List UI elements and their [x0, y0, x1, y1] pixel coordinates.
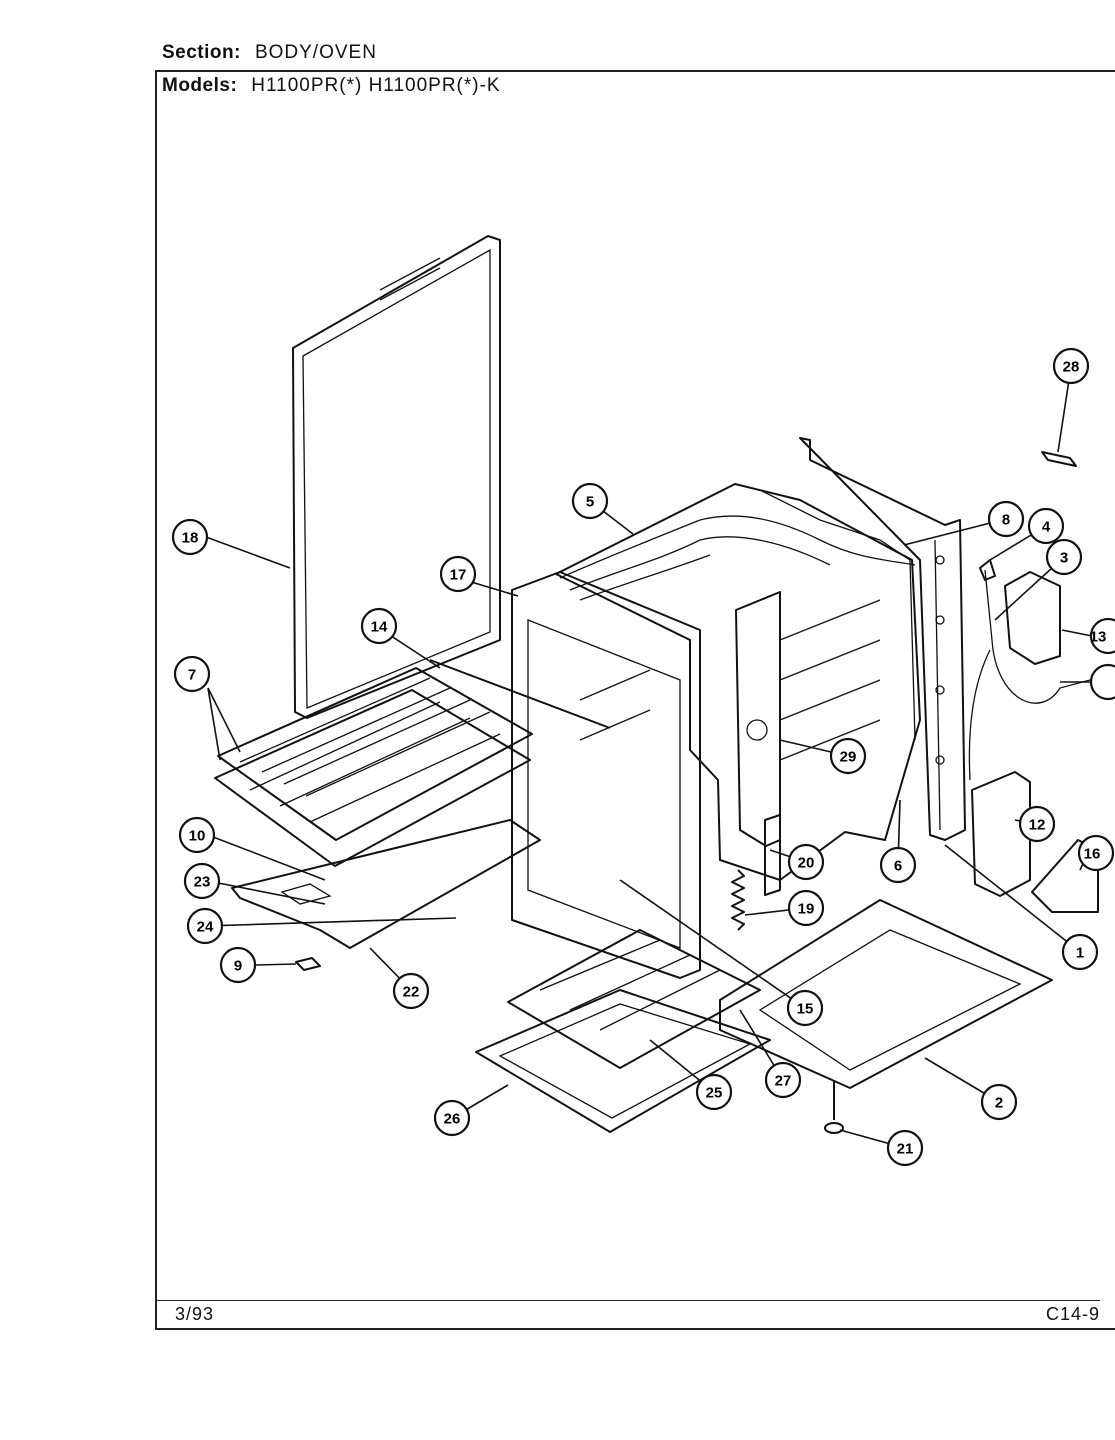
callout-3: 3	[1045, 538, 1083, 576]
callout-6: 6	[879, 846, 917, 884]
part-clip	[1041, 451, 1077, 467]
callout-number: 1	[1076, 945, 1084, 962]
callout-number: 22	[403, 984, 420, 1001]
callout-19: 19	[787, 889, 825, 927]
callout-29: 29	[829, 737, 867, 775]
callout-1: 1	[1061, 933, 1099, 971]
callout-number: 3	[1060, 550, 1068, 567]
part-broil-rack	[507, 929, 761, 1069]
callout-number: 12	[1029, 817, 1046, 834]
callout-15: 15	[786, 989, 824, 1027]
callout-23: 23	[183, 862, 221, 900]
callout-number: 27	[775, 1073, 792, 1090]
callout-number: 20	[798, 855, 815, 872]
callout-26: 26	[433, 1099, 471, 1137]
callout-number: 9	[234, 958, 242, 975]
callout-16: 16	[1077, 834, 1115, 872]
leader-lines	[202, 366, 1093, 1149]
callout-number: 5	[586, 494, 594, 511]
part-right-bracket	[1031, 839, 1099, 913]
page-code: C14-9	[1046, 1304, 1101, 1324]
callout-number: 24	[197, 919, 214, 936]
part-rear-wall	[799, 437, 966, 841]
callout-18: 18	[171, 518, 209, 556]
callout-21: 21	[886, 1129, 924, 1167]
callout-5: 5	[571, 482, 609, 520]
callout-number: 29	[840, 749, 857, 766]
callout-10: 10	[178, 816, 216, 854]
callout-number: 21	[897, 1141, 914, 1158]
callout-4: 4	[1027, 507, 1065, 545]
callout-25: 25	[695, 1073, 733, 1111]
callout-8: 8	[987, 500, 1025, 538]
callout-number: 10	[189, 828, 206, 845]
callout-number: 6	[894, 858, 902, 875]
section-heading: Section: BODY/OVEN	[162, 42, 377, 64]
models-value: H1100PR(*) H1100PR(*)-K	[251, 75, 501, 96]
part-back-panel	[292, 235, 501, 719]
part-wiring	[968, 559, 1091, 781]
part-rod	[429, 659, 611, 729]
callout-24: 24	[186, 907, 224, 945]
footer-rule	[155, 1300, 1100, 1301]
callout-13: 13	[1090, 617, 1115, 655]
section-label: Section:	[162, 42, 241, 63]
callout-number: 7	[188, 667, 196, 684]
callout-number: 18	[182, 530, 199, 547]
callout-right-edge	[1089, 663, 1115, 701]
part-front-frame	[511, 571, 701, 979]
callout-number: 25	[706, 1085, 723, 1102]
part-left-rail	[231, 819, 541, 949]
section-value: BODY/OVEN	[254, 42, 377, 63]
callout-9: 9	[219, 946, 257, 984]
callout-number: 15	[797, 1001, 814, 1018]
part-oven-racks	[214, 667, 533, 867]
callout-number: 19	[798, 901, 815, 918]
callout-number: 16	[1084, 846, 1101, 863]
part-spring	[731, 869, 745, 931]
callout-20: 20	[787, 843, 825, 881]
models-label: Models:	[162, 75, 238, 96]
part-hinge	[764, 814, 781, 896]
callout-number: 2	[995, 1095, 1003, 1112]
part-bottom-frame	[719, 899, 1053, 1089]
callout-28: 28	[1052, 347, 1090, 385]
callout-7: 7	[173, 655, 211, 693]
part-junction-box	[971, 571, 1061, 897]
callout-2: 2	[980, 1083, 1018, 1121]
callout-14: 14	[360, 607, 398, 645]
callout-22: 22	[392, 972, 430, 1010]
callout-17: 17	[439, 555, 477, 593]
part-leveling-leg	[824, 1080, 844, 1134]
part-side-bracket	[735, 591, 781, 847]
callout-12: 12	[1018, 805, 1056, 843]
callout-number: 28	[1063, 359, 1080, 376]
part-small-clip	[295, 957, 321, 971]
callout-number: 4	[1042, 519, 1051, 536]
diagram-frame	[155, 70, 1115, 1330]
callout-number: 13	[1090, 629, 1107, 646]
callout-number: 17	[450, 567, 467, 584]
part-oven-cavity	[555, 483, 921, 881]
callout-number: 23	[194, 874, 211, 891]
callout-27: 27	[764, 1061, 802, 1099]
callout-number: 8	[1002, 512, 1010, 529]
date-label: 3/93	[175, 1304, 215, 1324]
part-broil-pan	[475, 989, 771, 1133]
callout-number: 14	[371, 619, 388, 636]
models-heading: Models: H1100PR(*) H1100PR(*)-K	[162, 75, 501, 97]
callout-number: 26	[444, 1111, 461, 1128]
